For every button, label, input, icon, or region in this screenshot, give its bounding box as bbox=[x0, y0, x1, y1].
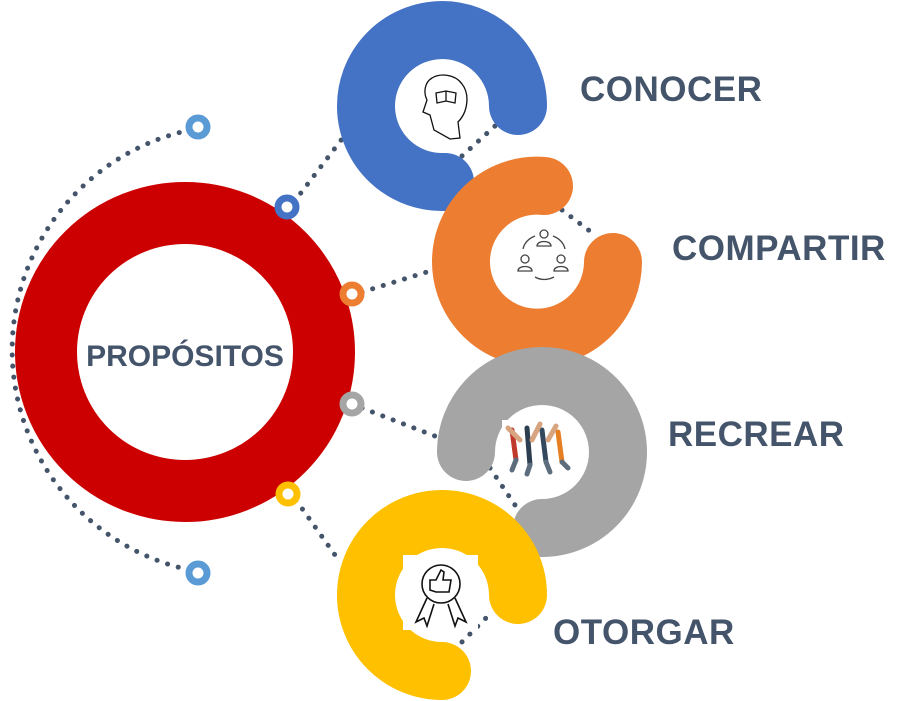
ring-recrear bbox=[437, 347, 647, 557]
head-book-icon bbox=[422, 74, 468, 140]
ring-otorgar bbox=[337, 490, 547, 700]
connector-conocer-compartir bbox=[459, 123, 498, 159]
connector-recrear bbox=[359, 405, 443, 441]
ring-conocer bbox=[337, 1, 547, 212]
endpoint-recrear bbox=[339, 391, 365, 417]
connector-compartir-inner bbox=[559, 207, 598, 238]
label-otorgar: OTORGAR bbox=[553, 613, 735, 652]
thumbs-up-award-icon bbox=[403, 555, 478, 630]
celebrating-people-icon bbox=[502, 420, 577, 477]
connector-conocer bbox=[291, 132, 348, 205]
endpoint-otorgar bbox=[275, 481, 301, 507]
endpoint-bottom bbox=[185, 560, 211, 586]
connector-otorgar bbox=[293, 497, 343, 565]
ring-compartir bbox=[432, 156, 642, 367]
people-cycle-icon bbox=[517, 229, 569, 281]
dotted-connectors bbox=[9, 123, 598, 645]
connector-recrear-inner bbox=[487, 465, 518, 508]
label-compartir: COMPARTIR bbox=[672, 229, 886, 268]
connector-compartir bbox=[359, 265, 443, 295]
label-conocer: CONOCER bbox=[580, 70, 763, 109]
endpoint-top bbox=[185, 114, 211, 140]
label-recrear: RECREAR bbox=[668, 415, 845, 454]
center-label: PROPÓSITOS bbox=[86, 340, 284, 373]
endpoint-conocer bbox=[274, 194, 300, 220]
endpoint-compartir bbox=[339, 281, 365, 307]
center-ring bbox=[15, 182, 355, 522]
